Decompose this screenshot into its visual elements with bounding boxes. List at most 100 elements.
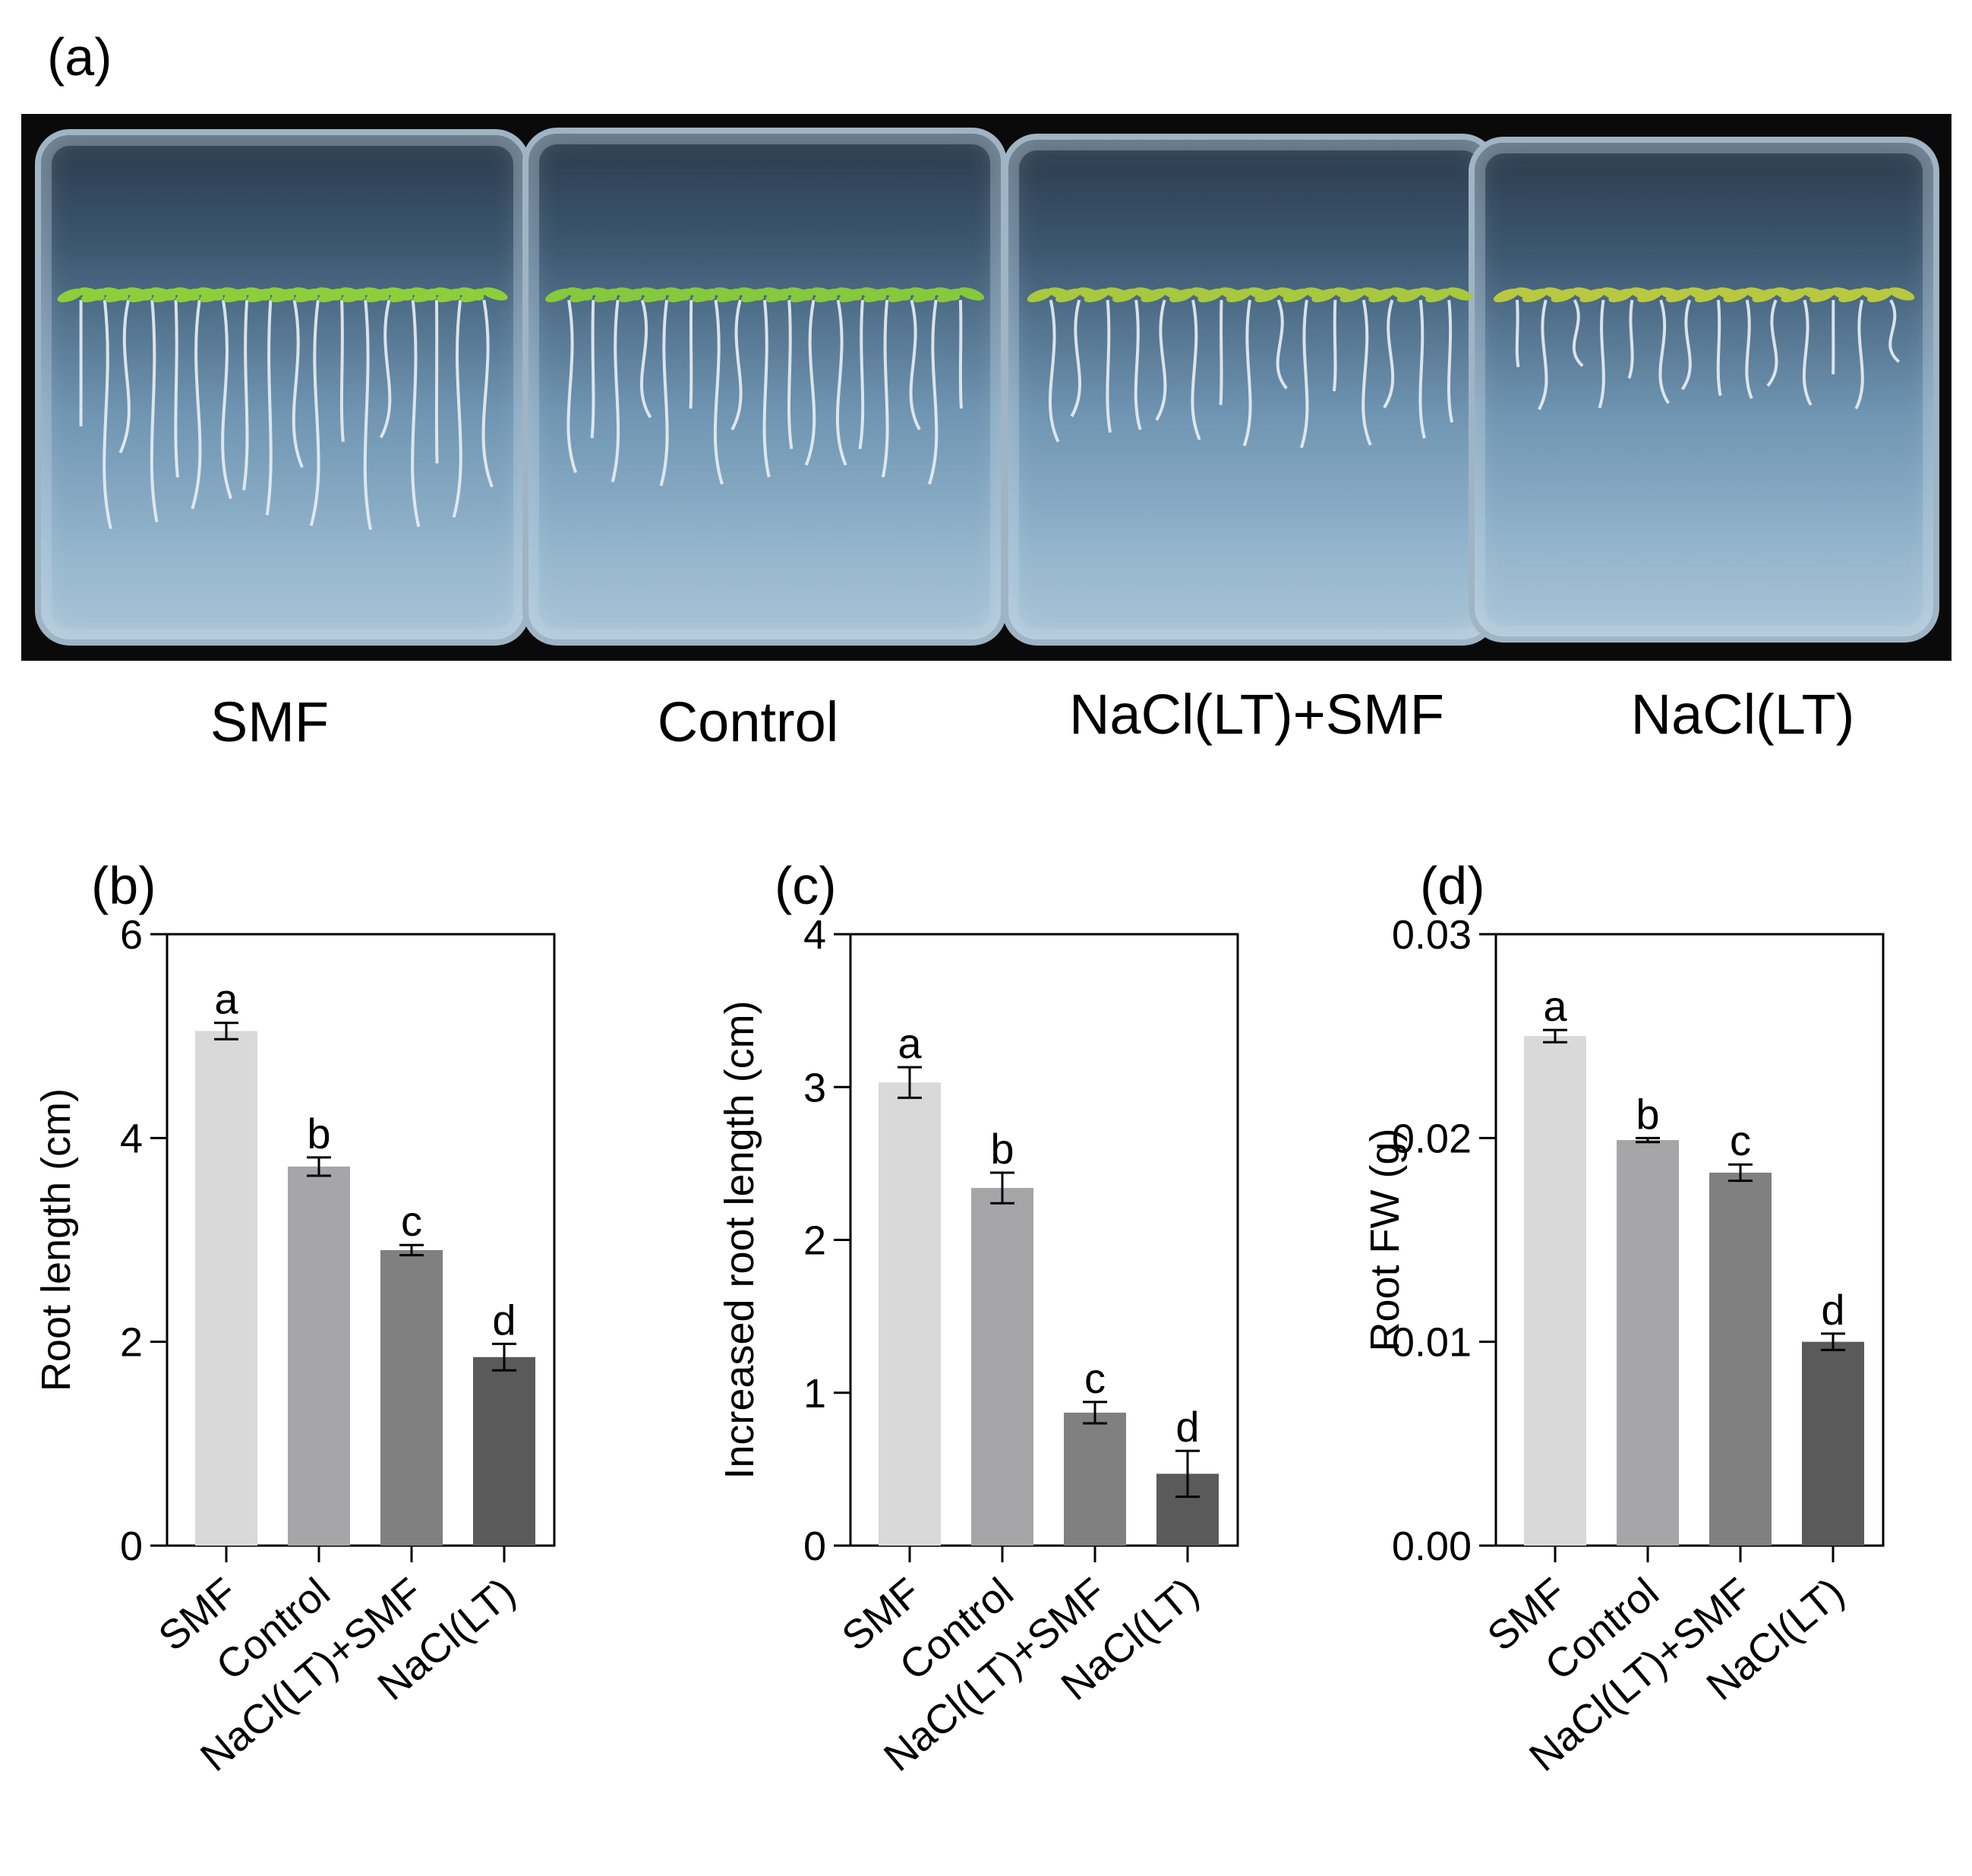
y-axis-label: Root FW (g): [1362, 1128, 1408, 1351]
significance-letter: b: [307, 1110, 330, 1157]
seedling-root: [1574, 300, 1582, 366]
seedling-root: [1629, 300, 1632, 378]
seedling-root: [1192, 300, 1199, 440]
plate-label-nacl-lt: NaCl(LT): [1507, 682, 1972, 747]
bar: [1064, 1413, 1126, 1546]
significance-letter: c: [1084, 1354, 1106, 1402]
seedling-root: [789, 300, 791, 449]
seedling-root: [244, 300, 247, 490]
seedling-root: [1768, 300, 1777, 386]
seedling-root: [365, 300, 371, 529]
seedling-root: [613, 300, 618, 482]
seedling-root: [152, 300, 157, 522]
panel-label: (b): [91, 856, 156, 915]
seedling-root: [1660, 300, 1668, 403]
seedling-root: [294, 300, 302, 467]
plate-label-smf: SMF: [34, 690, 505, 754]
y-tick-label: 1: [803, 1371, 826, 1416]
significance-letter: c: [1730, 1116, 1751, 1164]
seedling-root: [1718, 300, 1721, 396]
seedling-root: [120, 300, 129, 453]
bar: [1524, 1036, 1586, 1546]
seedling-root: [1682, 300, 1690, 390]
seedling-root: [1420, 300, 1424, 438]
y-tick-label: 0.03: [1392, 912, 1472, 958]
bar: [473, 1357, 535, 1546]
seedling-root: [860, 300, 863, 449]
seedling-root: [175, 300, 178, 478]
seedling-root: [592, 300, 594, 438]
seedling-root: [568, 300, 576, 472]
y-tick-label: 2: [120, 1320, 143, 1366]
seedling-root: [381, 300, 390, 437]
plate-label-nacl-lt-smf: NaCl(LT)+SMF: [1021, 682, 1492, 747]
seedling-root: [883, 300, 888, 477]
seedling-root: [1890, 300, 1899, 362]
seedling-root: [1278, 300, 1287, 388]
seedling-root: [642, 300, 651, 418]
seedling-root: [1050, 300, 1059, 441]
y-axis-label: Root length (cm): [33, 1088, 79, 1391]
seedling-root: [104, 300, 111, 529]
bar: [879, 1082, 941, 1546]
seedling-root: [911, 300, 920, 430]
seedling-root: [1363, 300, 1371, 445]
seedling-root: [715, 300, 722, 485]
seedling-root: [412, 300, 418, 527]
bar: [971, 1188, 1033, 1546]
seedling-root: [454, 300, 461, 517]
seedling-root: [267, 300, 271, 515]
seedling-root: [765, 300, 769, 477]
seedling-root: [1517, 300, 1519, 367]
y-tick-label: 4: [803, 912, 826, 958]
seedling-root: [1136, 300, 1141, 430]
significance-letter: d: [492, 1296, 516, 1344]
seedling-root: [1302, 300, 1308, 447]
plate-label-control: Control: [513, 690, 983, 754]
y-axis-label: Increased root length (cm): [717, 1000, 762, 1479]
bar: [1709, 1173, 1772, 1546]
significance-letter: a: [898, 1019, 922, 1067]
panel-a-label: (a): [47, 30, 112, 84]
panel-label: (c): [775, 856, 837, 915]
seedling-root: [838, 300, 846, 465]
seedling-root: [1856, 300, 1862, 409]
seedling-root: [929, 300, 936, 485]
bar: [195, 1031, 257, 1546]
y-tick-label: 0: [803, 1524, 826, 1569]
seedling-root: [1156, 300, 1165, 420]
seedling-root: [1071, 300, 1080, 416]
seedling-root: [1107, 300, 1110, 433]
seedling-root: [732, 300, 740, 430]
seedling-root: [806, 300, 815, 465]
seedling-plates-photo: [21, 114, 1951, 661]
significance-letter: c: [401, 1197, 422, 1245]
seedling-root: [311, 300, 319, 526]
seedling-root: [192, 300, 200, 509]
y-tick-label: 0: [120, 1524, 143, 1569]
seedling-root: [661, 300, 667, 486]
significance-letter: d: [1821, 1286, 1844, 1334]
seedling-root: [1600, 300, 1604, 408]
seedling-root: [691, 300, 692, 409]
seedling-root: [222, 300, 231, 499]
seedling-root: [1245, 300, 1251, 446]
bar: [1617, 1140, 1679, 1546]
seedling-root: [1221, 300, 1222, 405]
seedling-root: [1449, 300, 1452, 422]
seedling-root: [1384, 300, 1393, 408]
y-tick-label: 3: [803, 1065, 826, 1110]
significance-letter: a: [1543, 982, 1567, 1030]
seedlings-layer: [21, 114, 1951, 661]
bar: [1802, 1342, 1864, 1546]
seedling-root: [342, 300, 343, 442]
bar: [288, 1167, 350, 1546]
seedling-root: [484, 300, 492, 487]
seedling-root: [1746, 300, 1751, 399]
panel-label: (d): [1420, 856, 1485, 915]
significance-letter: d: [1175, 1403, 1199, 1451]
significance-letter: b: [990, 1125, 1014, 1173]
